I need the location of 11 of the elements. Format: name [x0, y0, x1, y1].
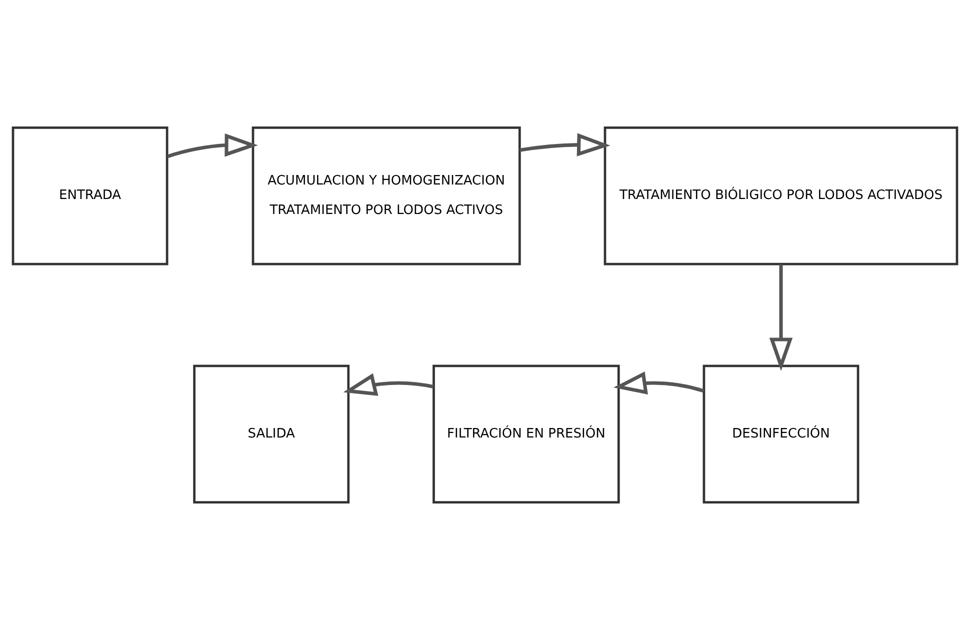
node-box: FILTRACIÓN EN PRESIÓN	[432, 364, 620, 504]
node-box: DESINFECCIÓN	[702, 364, 860, 504]
arrow	[343, 373, 434, 396]
node-box: SALIDA	[193, 364, 350, 504]
arrow	[613, 372, 704, 395]
arrow	[769, 264, 793, 371]
node-box: ENTRADA	[12, 126, 168, 266]
node-box: ACUMULACION Y HOMOGENIZACION TRATAMIENTO POR LODOS ACTIVOS	[252, 126, 521, 266]
node-box: TRATAMIENTO BIÓLIGICO POR LODOS ACTIVADOS	[604, 126, 958, 266]
arrow	[167, 133, 258, 158]
arrow	[519, 133, 610, 156]
